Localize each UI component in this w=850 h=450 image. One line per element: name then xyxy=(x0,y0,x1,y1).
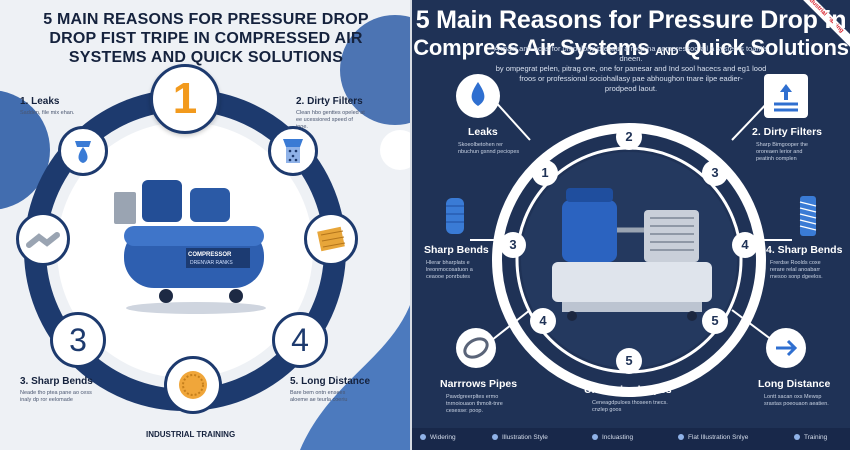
footer-dot-icon xyxy=(678,434,684,441)
right-title-line-1: 5 Main Reasons for Pressure Drop in xyxy=(415,6,847,34)
leaks-icon xyxy=(58,126,108,176)
dirty-filters-desc-right: Sharp Bimgooper the ororeaen lerior and … xyxy=(756,142,808,162)
bottom-filter-icon xyxy=(164,356,222,414)
dirty-filters-label-right: 2. Dirty Filters xyxy=(752,126,823,138)
ring-number-3a: 3 xyxy=(702,160,728,186)
long-distance-label: 5. Long Distance xyxy=(290,376,371,387)
clogged-filter-icon xyxy=(304,212,358,266)
undersized-pipes-label: Undersized Pipes xyxy=(584,384,672,396)
long-distance-label-right: Long Distance xyxy=(758,378,831,390)
leaks-label: 1. Leaks xyxy=(20,96,60,107)
undersized-pipes-desc: Ceneagdpuloes thoseen tnecs. cnzlep goos xyxy=(592,400,668,413)
number-three: 3 xyxy=(69,322,87,358)
right-title: 5 Main Reasons for Pressure Drop in Comp… xyxy=(412,6,850,66)
leaks-desc: Sadden, file mix ehan. xyxy=(20,110,75,116)
footer-item-4: Flat Illustration Snlye xyxy=(678,434,748,441)
right-subtitle-line-2: by ompegrat pelen, pitrag one, one for p… xyxy=(495,64,767,73)
left-infographic-panel: 5 MAIN REASONS FOR PRESSURE DROP DROP FI… xyxy=(0,0,412,450)
right-title-part-b: Quick Solutions xyxy=(684,35,849,60)
number-three-circle: 3 xyxy=(50,312,106,368)
sharp-bends-label-right-a: Sharp Bends xyxy=(424,244,489,256)
number-one: 1 xyxy=(172,74,198,123)
footer-item-5: Training xyxy=(794,434,827,441)
ring-number-5a: 5 xyxy=(702,308,728,334)
footer-dot-icon xyxy=(492,434,498,441)
right-subtitle-line-3: froos or professional sociohallasy pae a… xyxy=(519,74,743,83)
air-compressor-illustration xyxy=(114,180,266,314)
pipe-roll-icon xyxy=(440,194,470,238)
right-ring-art xyxy=(470,97,792,397)
dirty-filters-label: 2. Dirty Filters xyxy=(296,96,363,107)
right-footer-bar: Widering Illustration Style Incluasting … xyxy=(412,428,850,450)
long-distance-desc-right: Lontt sacan oxs Mewsp sraxtas poeouaon a… xyxy=(764,394,829,407)
sharp-bends-desc-right-a: Hlerar bharplats e lreonmocosatuon a cea… xyxy=(426,260,473,280)
footer-dot-icon xyxy=(592,434,598,441)
right-subtitle: A main and ocas for ompolony pressur a r… xyxy=(482,44,780,94)
number-four-circle: 4 xyxy=(272,312,328,368)
narrow-pipe-icon xyxy=(456,328,496,368)
flow-arrows-icon xyxy=(764,74,808,118)
long-distance-desc: Bare bem ontn ensees aloeme ae teurla co… xyxy=(290,390,348,403)
ring-number-1: 1 xyxy=(532,160,558,186)
ring-number-5b: 5 xyxy=(616,348,642,374)
right-infographic-panel: Industrial training 5 Main Reasons for P… xyxy=(412,0,850,450)
leaks-label-right: Leaks xyxy=(468,126,498,138)
footer-item-2: Illustration Style xyxy=(492,434,548,441)
ring-number-3b: 3 xyxy=(500,232,526,258)
narrow-pipes-label: Narrrows Pipes xyxy=(440,378,518,390)
arrow-right-icon xyxy=(766,328,806,368)
footer-item-3: Incluasting xyxy=(592,434,633,441)
right-subtitle-line-4: prodpeod laout. xyxy=(604,84,658,93)
pipe-bend-icon xyxy=(16,212,70,266)
spring-coil-icon xyxy=(796,194,820,238)
left-title-line-1: 5 MAIN REASONS FOR PRESSURE DROP xyxy=(43,11,369,28)
left-title: 5 MAIN REASONS FOR PRESSURE DROP DROP FI… xyxy=(10,10,402,67)
dirty-filters-desc: Clean hbo genttes opeled at ee ucessiore… xyxy=(296,110,365,130)
sharp-bends-label-right-b: 4. Sharp Bends xyxy=(766,244,843,256)
number-four: 4 xyxy=(291,322,309,358)
number-one-circle: 1 xyxy=(150,64,220,134)
footer-item-1: Widering xyxy=(420,434,456,441)
sharp-bends-desc-right-b: Frerdse Roolds coxe rerare relal anoabar… xyxy=(770,260,823,280)
left-title-line-3: SYSTEMS AND QUICK SOLUTIONS xyxy=(68,49,344,66)
sharp-bends-label: 3. Sharp Bends xyxy=(20,376,93,387)
compressor-model-text: DRENVAR RANKS xyxy=(190,260,233,266)
leaks-desc-right: Skoeolbetohen rer nbuchun gsnnd peciopes xyxy=(458,142,520,155)
ring-number-4a: 4 xyxy=(732,232,758,258)
right-title-line-2: Compress Air Systems AND Quick Solutions xyxy=(412,34,850,66)
right-title-part-a: Compress Air Systems xyxy=(413,35,650,60)
water-drop-icon xyxy=(456,74,500,118)
left-title-line-2: DROP FIST TRIPE IN COMPRESSED AIR xyxy=(49,30,363,47)
left-footer-text: INDUSTRIAL TRAINING xyxy=(146,430,236,439)
narrow-pipes-desc: Pawdgreerpltes ermo tnrnoiouaon thmolt-t… xyxy=(446,394,503,414)
compressor-brand-text: COMPRESSOR xyxy=(188,252,232,258)
right-subtitle-line-1: A main and ocas for ompolony pressur a r… xyxy=(494,44,768,63)
footer-dot-icon xyxy=(794,434,800,441)
sharp-bends-desc: Neade tho ptea pane ao cess inaly dp ror… xyxy=(20,390,92,403)
ring-number-4b: 4 xyxy=(530,308,556,334)
ring-number-2: 2 xyxy=(616,124,642,150)
right-title-and: AND xyxy=(655,46,679,58)
dirty-filters-icon xyxy=(268,126,318,176)
footer-dot-icon xyxy=(420,434,426,441)
